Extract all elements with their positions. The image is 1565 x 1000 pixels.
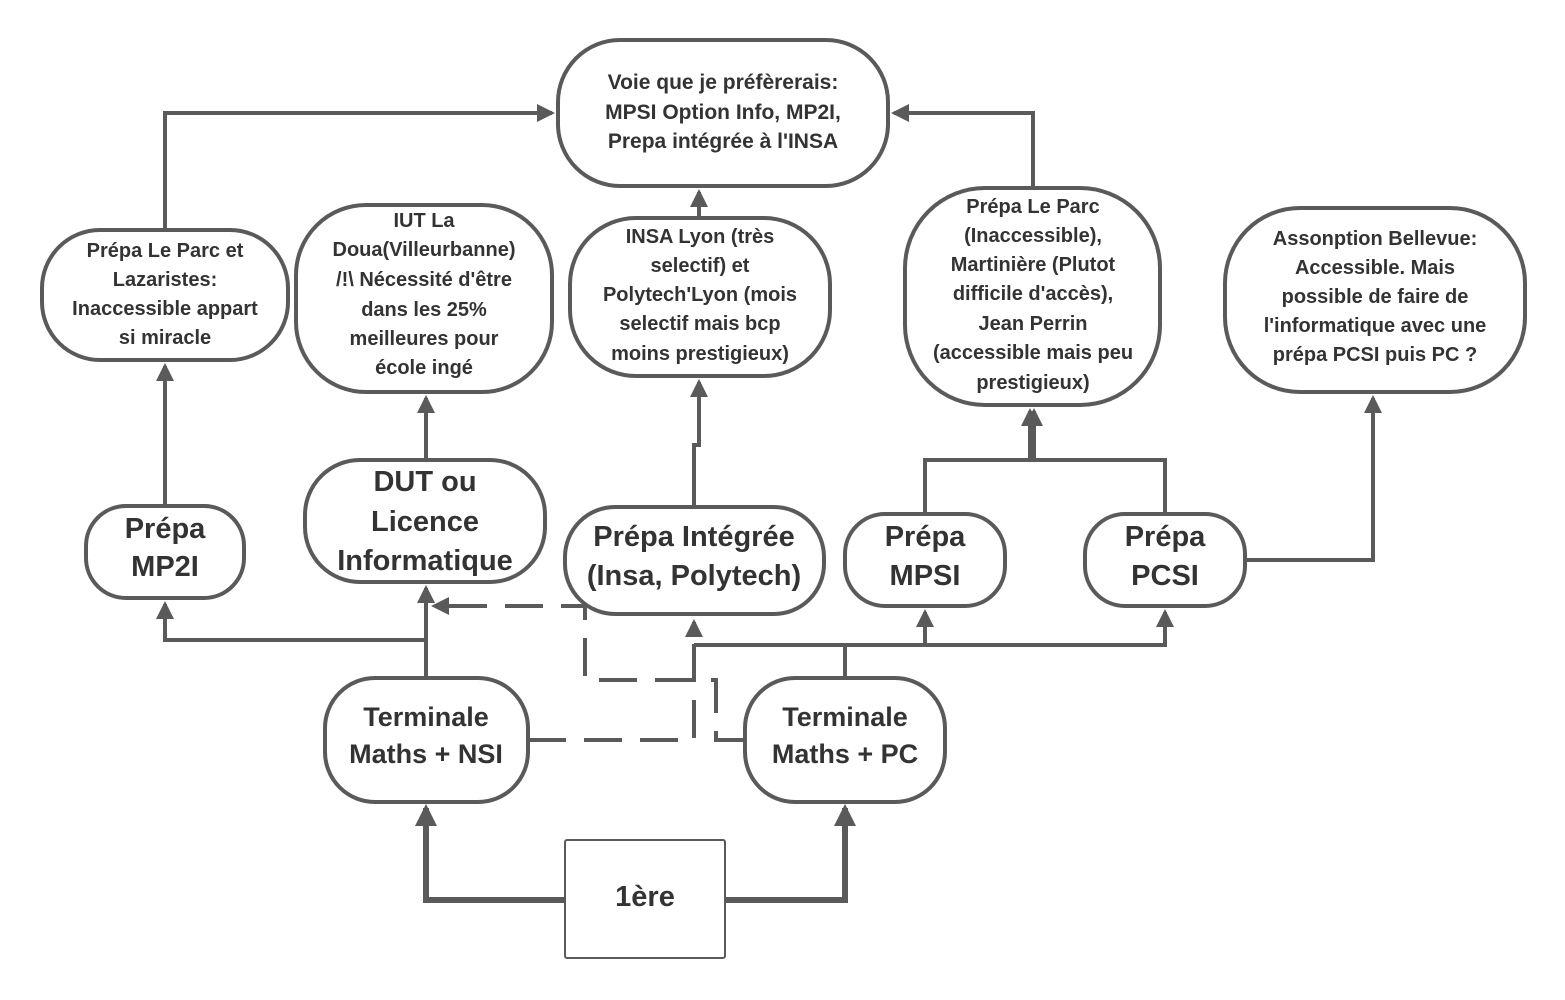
node-label: Prépa xyxy=(1125,521,1206,553)
node-label: Accessible. Mais xyxy=(1295,257,1455,279)
node-label: /!\ Nécessité d'être xyxy=(336,269,512,291)
node-label: si miracle xyxy=(119,327,211,349)
node-label: Prépa xyxy=(885,521,966,553)
node-label: Martinière (Plutot xyxy=(951,254,1116,276)
node-parc-lazaristes: Prépa Le Parc et Lazaristes: Inaccessibl… xyxy=(40,228,290,362)
node-label: dans les 25% xyxy=(361,299,487,321)
node-label: selectif) et xyxy=(651,255,750,277)
node-label: Terminale xyxy=(363,702,489,732)
edge-mpsi-to-parc-martiniere xyxy=(923,408,1039,514)
node-label: Doua(Villeurbanne) xyxy=(333,239,516,261)
node-label: école ingé xyxy=(375,357,473,379)
edge-prepa-integree-to-insa xyxy=(690,379,708,507)
node-label: MP2I xyxy=(131,551,199,583)
node-label: moins prestigieux) xyxy=(611,343,789,365)
node-label: meilleures pour xyxy=(350,328,499,350)
node-label: (Insa, Polytech) xyxy=(587,560,801,592)
node-goal: Voie que je préfèrerais: MPSI Option Inf… xyxy=(556,38,890,188)
node-term-pc: Terminale Maths + PC xyxy=(743,676,947,804)
node-insa-lyon: INSA Lyon (très selectif) et Polytech'Ly… xyxy=(568,216,832,378)
edges xyxy=(156,104,1382,903)
node-label: Voie que je préfèrerais: xyxy=(608,71,839,94)
node-label: Assonption Bellevue: xyxy=(1273,228,1477,250)
node-label: l'informatique avec une xyxy=(1264,315,1487,337)
node-label: Polytech'Lyon (mois xyxy=(603,284,797,306)
edge-term-pc-to-mpsi xyxy=(845,609,934,647)
node-label: Prépa xyxy=(125,513,206,545)
node-label: DUT ou xyxy=(373,466,476,498)
node-label: 1ère xyxy=(615,881,675,913)
node-label: (accessible mais peu xyxy=(933,342,1133,364)
node-pcsi: Prépa PCSI xyxy=(1083,512,1247,608)
edge-term-nsi-to-mp2i xyxy=(156,601,428,678)
node-mp2i: Prépa MP2I xyxy=(84,504,246,600)
node-label: Prépa Intégrée xyxy=(593,521,794,553)
node-prepa-integree: Prépa Intégrée (Insa, Polytech) xyxy=(563,505,826,616)
edge-term-pc-to-pcsi xyxy=(925,609,1174,647)
node-label: difficile d'accès), xyxy=(953,283,1113,305)
node-label: Jean Perrin xyxy=(979,313,1088,335)
node-assomption: Assonption Bellevue: Accessible. Mais po… xyxy=(1223,206,1527,394)
edge-premiere-to-term-pc xyxy=(725,804,856,903)
edge-pcsi-to-assomption xyxy=(1245,395,1382,562)
node-parc-martiniere: Prépa Le Parc (Inaccessible), Martinière… xyxy=(903,186,1162,407)
edge-term-pc-to-dut-dashed xyxy=(431,597,745,742)
edge-parc-lazaristes-to-goal xyxy=(163,104,555,230)
node-premiere: 1ère xyxy=(564,839,726,959)
node-label: selectif mais bcp xyxy=(619,313,780,335)
node-label: INSA Lyon (très xyxy=(626,226,775,248)
node-label: Prépa Le Parc et xyxy=(87,240,244,262)
edge-term-pc-to-prepa-integree xyxy=(694,643,847,678)
edge-parc-martiniere-to-goal xyxy=(891,104,1035,188)
node-label: Maths + NSI xyxy=(349,739,503,769)
node-label: PCSI xyxy=(1131,560,1199,592)
node-label: Prepa intégrée à l'INSA xyxy=(608,130,838,153)
node-label: Informatique xyxy=(337,545,513,577)
node-label: IUT La xyxy=(393,210,455,232)
node-label: Terminale xyxy=(782,702,908,732)
node-label: prépa PCSI puis PC ? xyxy=(1273,344,1477,366)
node-dut: DUT ou Licence Informatique xyxy=(303,458,547,584)
node-label: prestigieux) xyxy=(976,372,1089,394)
edge-pcsi-to-parc-martiniere xyxy=(1025,408,1167,514)
node-term-nsi: Terminale Maths + NSI xyxy=(323,676,530,804)
node-label: Prépa Le Parc xyxy=(966,196,1099,218)
node-label: MPSI xyxy=(890,560,961,592)
node-label: (Inaccessible), xyxy=(964,225,1102,247)
edge-term-nsi-to-prepa-integree-dashed xyxy=(528,619,703,742)
edge-premiere-to-term-nsi xyxy=(415,804,565,903)
node-iut: IUT La Doua(Villeurbanne) /!\ Nécessité … xyxy=(294,203,554,394)
node-mpsi: Prépa MPSI xyxy=(843,512,1007,608)
node-label: Licence xyxy=(371,506,479,538)
node-label: Inaccessible appart xyxy=(72,298,258,320)
node-label: Lazaristes: xyxy=(113,269,218,291)
node-label: Maths + PC xyxy=(772,739,918,769)
node-label: possible de faire de xyxy=(1282,286,1469,308)
node-label: MPSI Option Info, MP2I, xyxy=(605,101,841,124)
